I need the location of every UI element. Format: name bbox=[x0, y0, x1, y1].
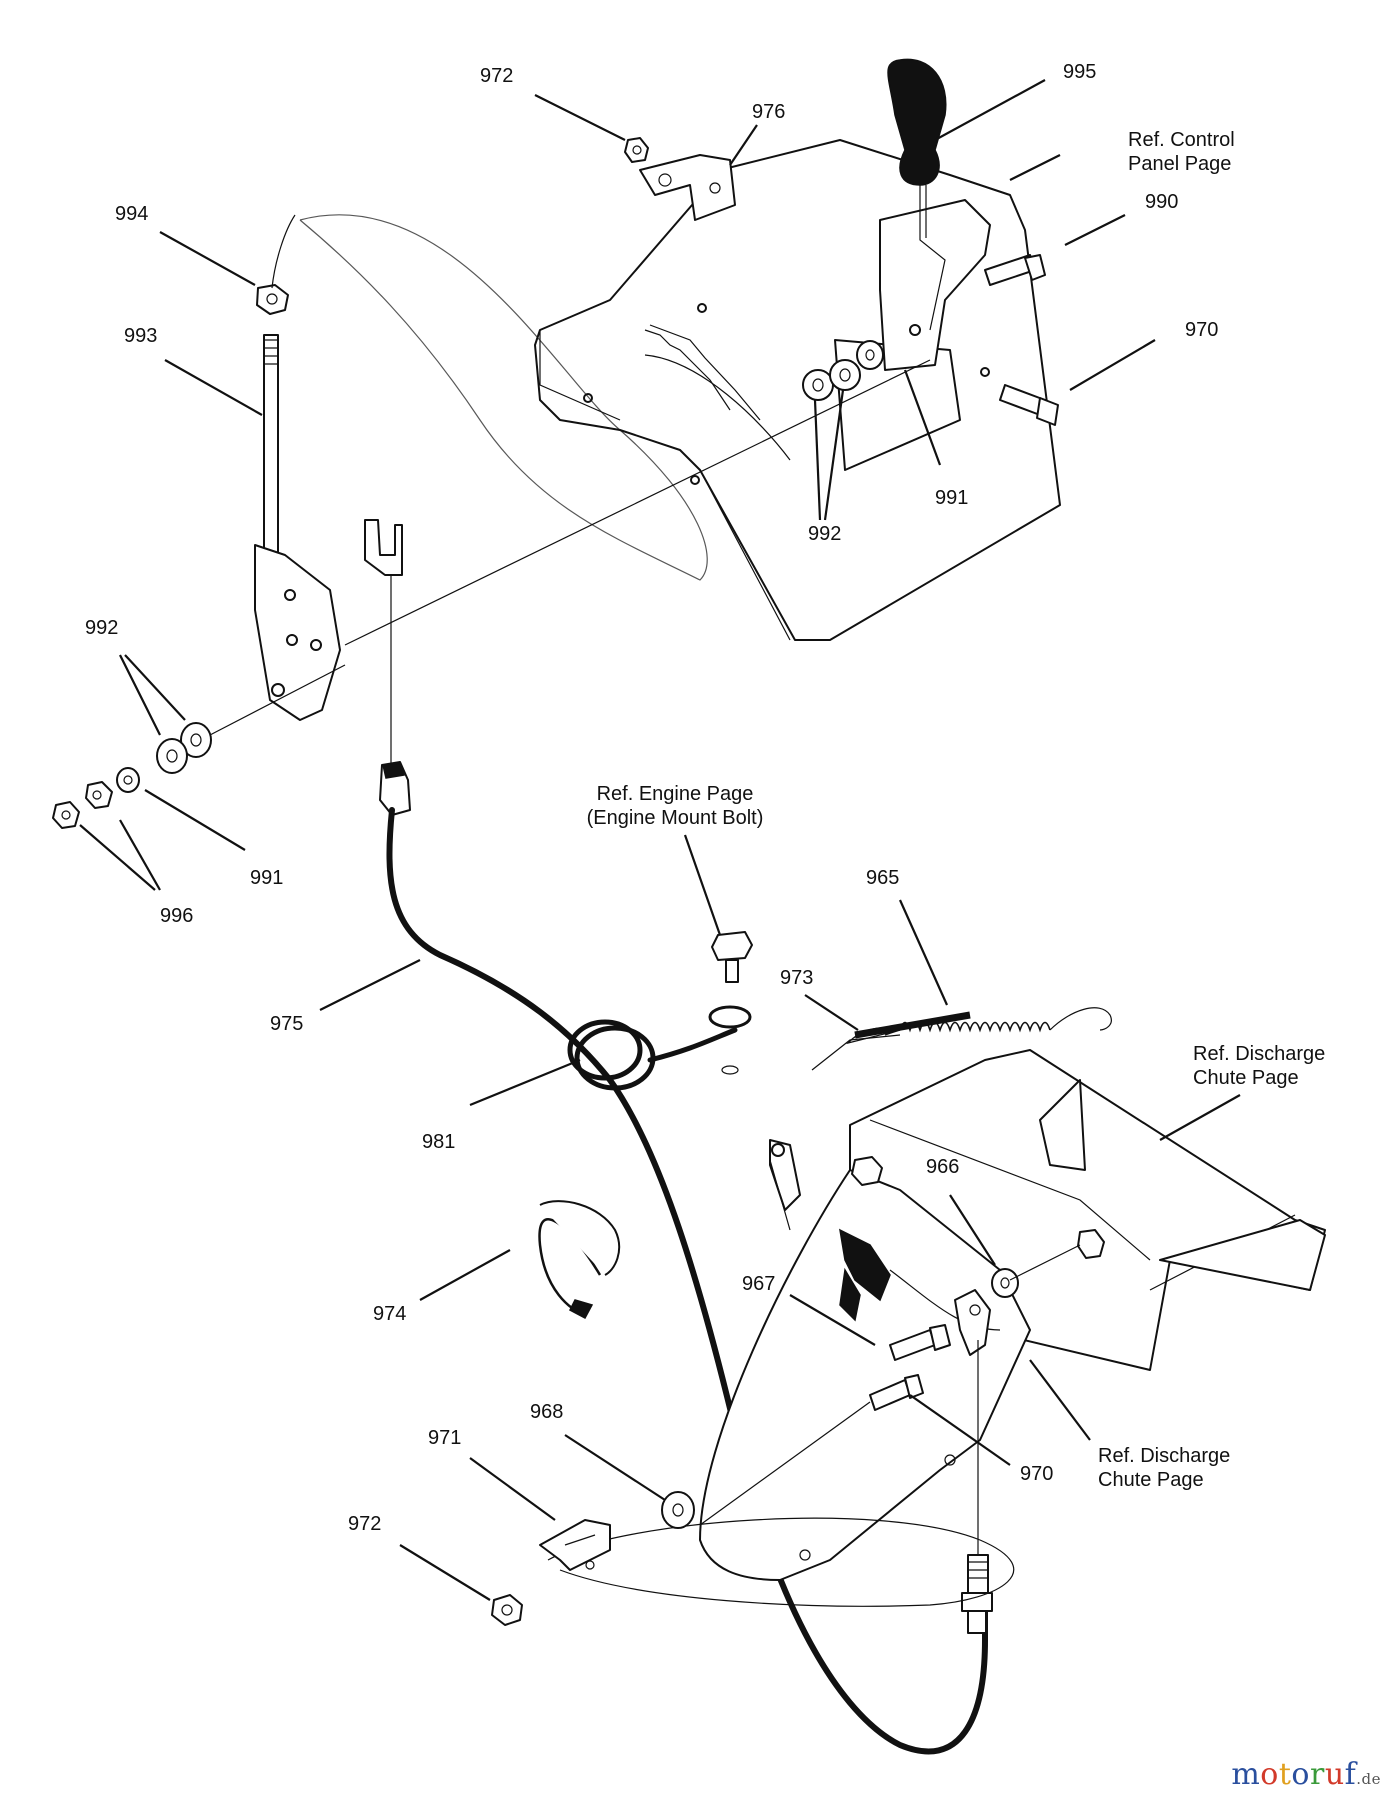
engine-mount-bolt bbox=[708, 931, 753, 1075]
label-965: 965 bbox=[866, 867, 900, 889]
spring-965 bbox=[846, 1007, 1112, 1045]
label-970-top: 970 bbox=[1185, 319, 1219, 341]
label-ref-discharge-bottom: Ref. Discharge Chute Page bbox=[1098, 1445, 1231, 1491]
washers-left bbox=[52, 722, 212, 829]
label-981: 981 bbox=[422, 1131, 456, 1153]
cable-loop-981 bbox=[567, 1019, 738, 1091]
motoruf-watermark: motoruf.de bbox=[1231, 1757, 1381, 1792]
washer-968 bbox=[661, 1491, 695, 1529]
label-ref-discharge-top: Ref. Discharge Chute Page bbox=[1193, 1043, 1326, 1089]
rod-tip-curve bbox=[271, 214, 296, 289]
label-996: 996 bbox=[160, 905, 194, 927]
label-ref-control-panel: Ref. Control Panel Page bbox=[1128, 129, 1235, 175]
label-993: 993 bbox=[124, 325, 158, 347]
alignment-line-966 bbox=[1009, 1244, 1081, 1281]
shift-lever-knob bbox=[887, 58, 947, 331]
bar-973 bbox=[854, 1011, 971, 1039]
label-972-bottom: 972 bbox=[348, 1513, 382, 1535]
cable-clevis bbox=[364, 519, 411, 816]
watermark-letter: u bbox=[1324, 1757, 1345, 1792]
alignment-line-top bbox=[344, 359, 931, 646]
label-991-left: 991 bbox=[250, 867, 284, 889]
label-966: 966 bbox=[926, 1156, 960, 1178]
label-992-top: 992 bbox=[808, 523, 842, 545]
label-974: 974 bbox=[373, 1303, 407, 1325]
label-991-top: 991 bbox=[935, 487, 969, 509]
nut-994 bbox=[256, 284, 289, 315]
label-994: 994 bbox=[115, 203, 149, 225]
cable-end-fitting bbox=[961, 1340, 993, 1634]
shift-gate-plate bbox=[879, 199, 991, 371]
bolt-970-top bbox=[999, 384, 1059, 426]
label-995: 995 bbox=[1063, 61, 1097, 83]
nut-hex-mid bbox=[851, 1156, 883, 1186]
label-992-left: 992 bbox=[85, 617, 119, 639]
ghost-outline bbox=[299, 214, 708, 581]
label-973: 973 bbox=[780, 967, 814, 989]
label-967: 967 bbox=[742, 1273, 776, 1295]
label-975: 975 bbox=[270, 1013, 304, 1035]
label-968: 968 bbox=[530, 1401, 564, 1423]
label-ref-engine: Ref. Engine Page (Engine Mount Bolt) bbox=[586, 783, 764, 829]
alignment-line-bolts bbox=[699, 1401, 871, 1526]
nut-972-top bbox=[624, 137, 649, 163]
alignment-line-left bbox=[209, 664, 346, 736]
alignment-line-spring bbox=[811, 1034, 901, 1071]
shift-rod-993 bbox=[254, 334, 341, 721]
label-972-top: 972 bbox=[480, 65, 514, 87]
watermark-letter: m bbox=[1231, 1757, 1261, 1792]
leader-lines bbox=[79, 79, 1241, 1601]
watermark-tld: .de bbox=[1356, 1770, 1381, 1788]
nut-972-bottom bbox=[491, 1594, 523, 1626]
label-976: 976 bbox=[752, 101, 786, 123]
watermark-letter: t bbox=[1278, 1757, 1292, 1792]
chute-support bbox=[769, 1139, 801, 1231]
bolt-970-bottom bbox=[869, 1374, 924, 1411]
washers-992-991-top bbox=[802, 340, 884, 401]
watermark-letter: f bbox=[1344, 1757, 1357, 1792]
clip-971 bbox=[539, 1519, 611, 1571]
control-cable-975 bbox=[386, 807, 988, 1755]
ghost-ellipse-bottom bbox=[547, 1517, 1015, 1607]
watermark-letter: o bbox=[1260, 1757, 1279, 1792]
bolt-967 bbox=[889, 1324, 951, 1361]
cable-bracket bbox=[954, 1289, 991, 1356]
wing-knob bbox=[839, 1228, 891, 1322]
bolt-990 bbox=[984, 254, 1046, 286]
label-990: 990 bbox=[1145, 191, 1179, 213]
watermark-letter: o bbox=[1291, 1757, 1310, 1792]
watermark-letter: r bbox=[1309, 1757, 1325, 1792]
label-971: 971 bbox=[428, 1427, 462, 1449]
label-970-bottom: 970 bbox=[1020, 1463, 1054, 1485]
watermark-brand: motoruf bbox=[1231, 1757, 1356, 1792]
bracket-976 bbox=[639, 154, 736, 221]
snap-ring-974 bbox=[538, 1200, 621, 1320]
